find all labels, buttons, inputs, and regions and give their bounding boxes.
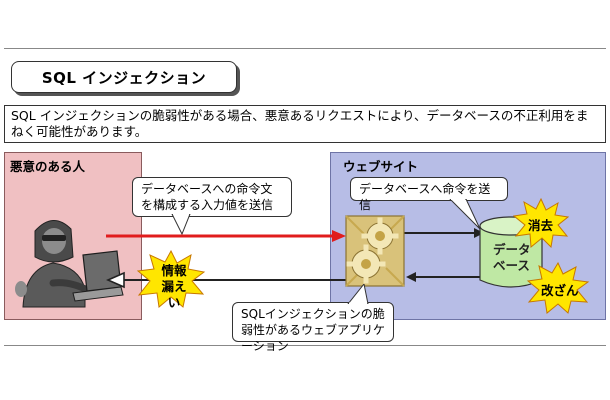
- leak-label: 情報漏えい: [161, 263, 187, 310]
- attack-arrow: [106, 230, 346, 242]
- leak-burst-icon: [136, 250, 206, 308]
- tamper-label: 改ざん: [541, 283, 579, 298]
- web-application-gears-icon: [345, 215, 405, 287]
- attacker-label: 悪意のある人: [10, 159, 86, 174]
- description-box: SQL インジェクションの脆弱性がある場合、悪意あるリクエストにより、データベー…: [4, 105, 606, 143]
- bottom-rule: [4, 345, 606, 346]
- input-callout-tail: [171, 214, 191, 236]
- db-command-callout: データベースへ命令を送信: [350, 177, 508, 212]
- vulnerable-app-callout: SQLインジェクションの脆弱性があるウェブアプリケーション: [232, 302, 394, 353]
- db-to-app-arrow: [406, 272, 486, 282]
- db-command-callout-tail: [449, 199, 481, 230]
- vulnerable-app-callout-text: SQLインジェクションの脆弱性があるウェブアプリケーション: [241, 307, 386, 353]
- top-rule: [4, 48, 606, 49]
- app-to-db-arrow: [404, 228, 484, 238]
- input-callout: データベースへの命令文を構成する入力値を送信: [132, 177, 292, 217]
- delete-label: 消去: [528, 218, 554, 233]
- vulnerable-app-callout-tail: [347, 284, 369, 304]
- database-label: データベース: [493, 242, 531, 273]
- hacker-icon: [15, 220, 124, 308]
- diagram-title: SQL インジェクション: [11, 61, 237, 93]
- website-label: ウェブサイト: [343, 159, 419, 174]
- tamper-burst-icon: [526, 262, 590, 314]
- delete-burst-icon: [513, 198, 569, 248]
- db-command-callout-text: データベースへ命令を送信: [359, 182, 491, 212]
- diagram-title-text: SQL インジェクション: [41, 68, 207, 87]
- description-text: SQL インジェクションの脆弱性がある場合、悪意あるリクエストにより、データベー…: [11, 108, 589, 139]
- input-callout-text: データベースへの命令文を構成する入力値を送信: [141, 182, 274, 212]
